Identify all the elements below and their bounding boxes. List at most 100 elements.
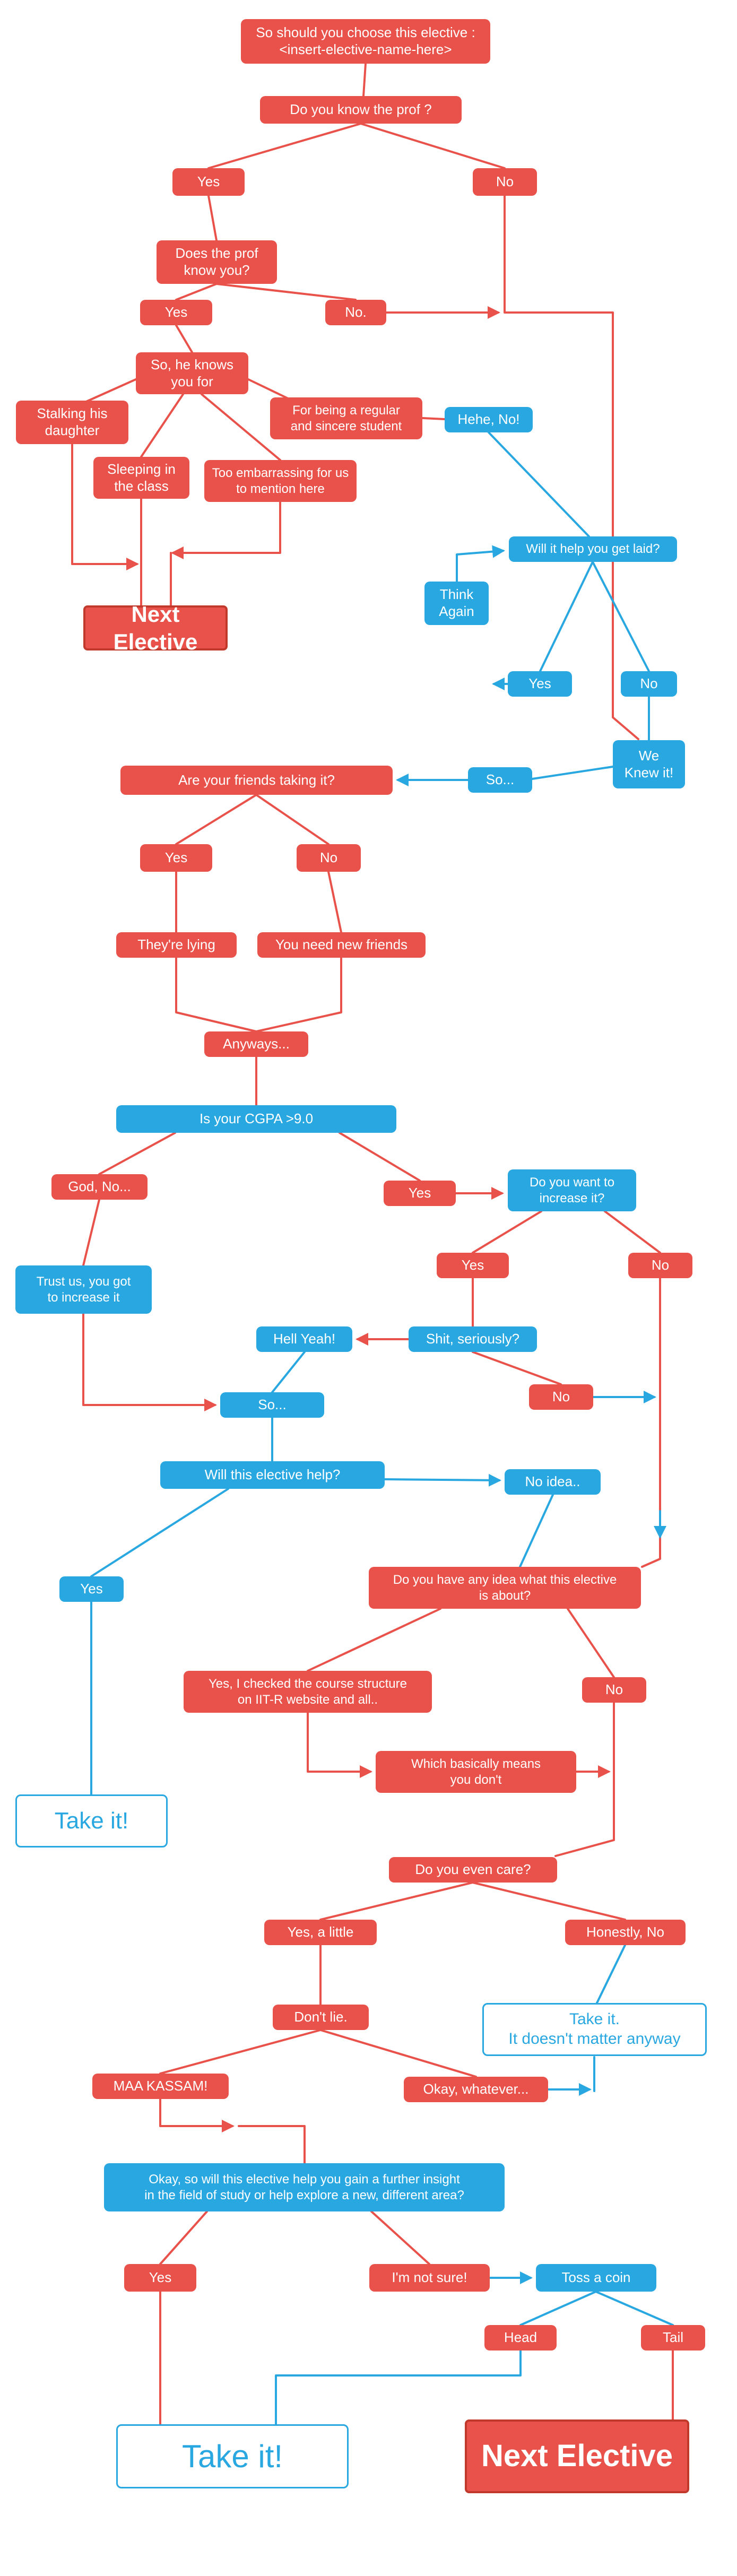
edge-red <box>175 957 257 1033</box>
node-stalking: Stalking his daughter <box>16 401 128 444</box>
edge-red <box>98 1132 176 1175</box>
node-we-knew-it: We Knew it! <box>613 740 685 788</box>
edge-red <box>362 63 367 97</box>
edge-blue <box>592 561 650 672</box>
edge-red <box>360 123 506 169</box>
edge-red <box>472 1210 542 1254</box>
node-basically-dont: Which basically means you don't <box>376 1751 576 1793</box>
edge-blue <box>275 2349 522 2425</box>
edge-red <box>140 393 184 458</box>
edge-red <box>71 443 139 570</box>
edge-blue <box>531 766 614 780</box>
node-yes-friends: Yes <box>140 844 212 872</box>
node-yes-laid: Yes <box>508 671 572 697</box>
edge-red <box>554 1702 615 1857</box>
edge-red <box>238 2125 306 2164</box>
edge-red <box>641 1277 661 1568</box>
edge-red <box>327 871 342 933</box>
edge-blue <box>456 545 505 583</box>
node-new-friends: You need new friends <box>257 932 426 958</box>
node-take-it-2: Take it. It doesn't matter anyway <box>482 2003 707 2056</box>
edge-red <box>159 2098 235 2132</box>
node-dont-lie: Don't lie. <box>273 2005 369 2030</box>
node-yes-prof: Yes <box>172 168 245 196</box>
edge-red <box>370 2210 430 2265</box>
edge-red <box>472 1351 562 1385</box>
node-no-idea-about: No <box>582 1677 646 1703</box>
edge-red <box>319 2029 477 2078</box>
edge-red <box>255 794 330 845</box>
edge-red <box>175 794 257 845</box>
edge-red <box>472 1881 626 1921</box>
node-prof-know-you: Does the prof know you? <box>157 240 277 284</box>
edge-red <box>84 378 137 403</box>
node-god-no: God, No... <box>51 1174 148 1200</box>
edge-red <box>339 1132 421 1182</box>
edge-blue <box>488 431 590 537</box>
node-elective-help: Will this elective help? <box>160 1461 385 1489</box>
edge-red <box>207 123 362 169</box>
edge-blue <box>539 561 594 672</box>
node-theyre-lying: They're lying <box>116 932 237 958</box>
edge-red <box>567 1608 615 1678</box>
edge-red <box>422 417 446 420</box>
node-sleeping: Sleeping in the class <box>93 457 189 499</box>
edge-red <box>201 393 281 461</box>
edge-red <box>171 501 281 559</box>
edge-red <box>247 378 290 400</box>
node-even-care: Do you even care? <box>389 1857 557 1883</box>
edge-blue <box>596 1944 626 2004</box>
node-toss-coin: Toss a coin <box>536 2264 656 2292</box>
node-no-seriously: No <box>529 1384 593 1410</box>
edge-blue <box>271 1351 306 1393</box>
node-yes-insight: Yes <box>124 2264 196 2292</box>
node-embarrassing: Too embarrassing for us to mention here <box>204 460 357 502</box>
edge-red <box>175 283 218 301</box>
edge-red <box>175 324 193 353</box>
node-anyways: Anyways... <box>204 1031 308 1057</box>
node-shit-seriously: Shit, seriously? <box>409 1326 537 1352</box>
node-okay-whatever: Okay, whatever... <box>404 2077 548 2102</box>
node-yes-help: Yes <box>59 1576 124 1602</box>
node-so-2: So... <box>220 1392 324 1418</box>
node-trust-us: Trust us, you got to increase it <box>15 1265 152 1314</box>
node-take-it-3: Take it! <box>116 2424 349 2488</box>
node-knows-you-for: So, he knows you for <box>136 352 248 394</box>
node-take-it-1: Take it! <box>15 1794 168 1848</box>
node-no-prof: No <box>473 168 537 196</box>
node-yes-increase: Yes <box>437 1253 509 1278</box>
edge-red <box>82 1199 100 1267</box>
edge-blue <box>384 1473 501 1487</box>
node-hehe-no: Hehe, No! <box>445 407 533 432</box>
node-head: Head <box>484 2325 557 2351</box>
node-tail: Tail <box>641 2325 705 2351</box>
node-next-elective-1: Next Elective <box>83 602 228 654</box>
edge-red <box>82 1313 217 1411</box>
edge-red <box>604 1210 661 1254</box>
edge-red <box>255 957 342 1033</box>
node-no-laid: No <box>621 671 677 697</box>
edge-blue <box>519 1494 554 1568</box>
edge-red <box>159 2029 322 2075</box>
edge-red <box>159 2210 208 2265</box>
node-think-again: Think Again <box>424 582 489 625</box>
node-insight: Okay, so will this elective help you gai… <box>104 2163 505 2211</box>
edge-red <box>207 195 218 241</box>
node-honestly-no: Honestly, No <box>565 1920 686 1945</box>
edge-blue <box>519 2291 597 2326</box>
node-friends-taking: Are your friends taking it? <box>120 766 393 795</box>
node-no-knows: No. <box>325 300 386 325</box>
node-hell-yeah: Hell Yeah! <box>256 1326 352 1352</box>
node-not-sure: I'm not sure! <box>369 2264 490 2292</box>
node-no-friends: No <box>297 844 361 872</box>
node-no-idea: No idea.. <box>505 1469 601 1495</box>
edge-red <box>319 1881 474 1921</box>
node-no-increase: No <box>628 1253 692 1278</box>
edge-blue <box>90 1488 229 1577</box>
node-so-1: So... <box>468 767 532 793</box>
edge-red <box>307 1608 441 1672</box>
node-yes-knows: Yes <box>140 300 212 325</box>
edge-blue <box>595 2291 674 2326</box>
